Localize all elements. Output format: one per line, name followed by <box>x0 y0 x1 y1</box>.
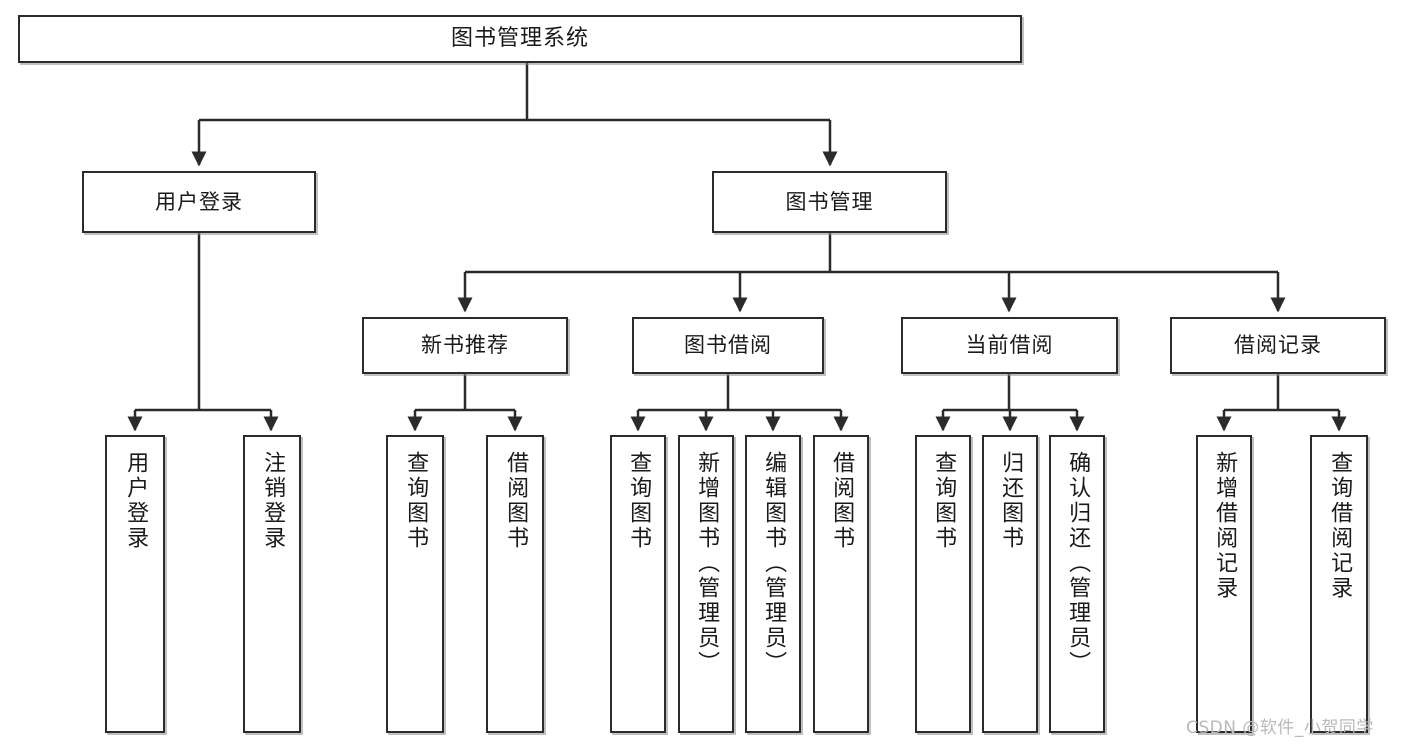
leaf-confirm-return-admin-label: 确认归还（管理员） <box>1065 451 1091 676</box>
leaf-edit-book-admin-label: 编辑图书（管理员） <box>761 451 787 676</box>
leaf-query-book-current[interactable]: 查询图书 <box>915 435 971 733</box>
node-root[interactable]: 图书管理系统 <box>18 15 1022 63</box>
leaf-query-borrow-record[interactable]: 查询借阅记录 <box>1310 435 1368 733</box>
leaf-confirm-return-admin[interactable]: 确认归还（管理员） <box>1049 435 1105 733</box>
node-new-book-recommendation[interactable]: 新书推荐 <box>362 317 568 374</box>
leaf-borrow-book-recommendation-label: 借阅图书 <box>503 451 529 551</box>
leaf-add-borrow-record-label: 新增借阅记录 <box>1212 451 1238 601</box>
leaf-return-book-label: 归还图书 <box>998 451 1024 551</box>
leaf-query-borrow-record-label: 查询借阅记录 <box>1327 451 1353 601</box>
leaf-borrow-book-label: 借阅图书 <box>829 451 855 551</box>
leaf-logout-label: 注销登录 <box>260 451 286 551</box>
leaf-add-borrow-record[interactable]: 新增借阅记录 <box>1196 435 1252 733</box>
node-book-borrow[interactable]: 图书借阅 <box>632 317 824 374</box>
node-book-management-label: 图书管理 <box>785 189 874 214</box>
leaf-borrow-book-recommendation[interactable]: 借阅图书 <box>486 435 544 733</box>
node-current-borrow-label: 当前借阅 <box>965 333 1054 358</box>
node-user-login[interactable]: 用户登录 <box>82 171 316 233</box>
leaf-query-book-borrow[interactable]: 查询图书 <box>610 435 666 733</box>
leaf-query-book-borrow-label: 查询图书 <box>626 451 652 551</box>
leaf-add-book-admin-label: 新增图书（管理员） <box>694 451 720 676</box>
node-user-login-label: 用户登录 <box>155 189 243 214</box>
leaf-query-book-current-label: 查询图书 <box>931 451 957 551</box>
node-borrow-record-label: 借阅记录 <box>1234 333 1322 358</box>
node-borrow-record[interactable]: 借阅记录 <box>1170 317 1386 374</box>
leaf-borrow-book[interactable]: 借阅图书 <box>813 435 869 733</box>
leaf-query-book-recommendation-label: 查询图书 <box>403 451 429 551</box>
node-root-label: 图书管理系统 <box>450 26 589 52</box>
leaf-return-book[interactable]: 归还图书 <box>982 435 1038 733</box>
node-current-borrow[interactable]: 当前借阅 <box>901 317 1118 374</box>
leaf-user-login[interactable]: 用户登录 <box>105 435 165 733</box>
leaf-logout[interactable]: 注销登录 <box>243 435 301 733</box>
node-book-borrow-label: 图书借阅 <box>684 333 772 358</box>
leaf-query-book-recommendation[interactable]: 查询图书 <box>386 435 444 733</box>
leaf-add-book-admin[interactable]: 新增图书（管理员） <box>678 435 734 733</box>
leaf-user-login-label: 用户登录 <box>123 451 149 551</box>
node-new-book-recommendation-label: 新书推荐 <box>421 333 509 358</box>
leaf-edit-book-admin[interactable]: 编辑图书（管理员） <box>745 435 801 733</box>
node-book-management[interactable]: 图书管理 <box>712 171 947 233</box>
